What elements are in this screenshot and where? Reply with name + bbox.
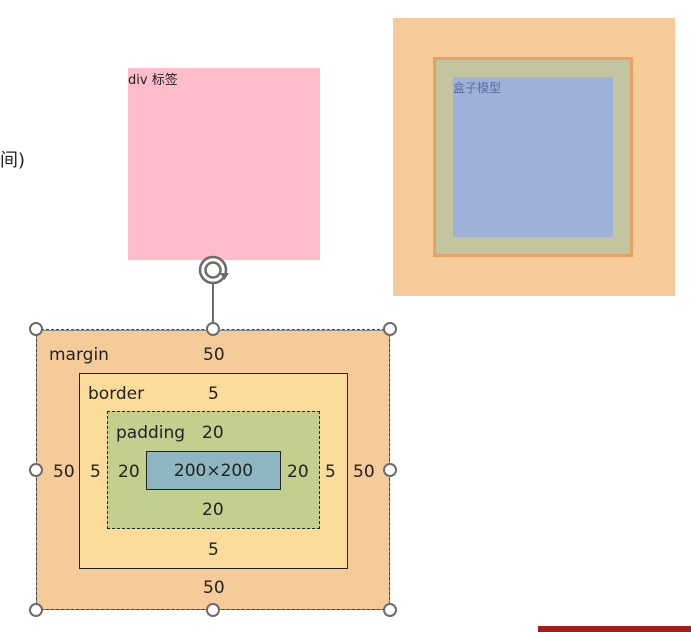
resize-handle-icon-left[interactable] xyxy=(29,463,43,477)
rotate-stem xyxy=(212,282,214,328)
margin-right-value: 50 xyxy=(353,462,375,482)
margin-top-value: 50 xyxy=(203,345,225,365)
div-tag-box: div 标签 xyxy=(128,68,320,260)
margin-label: margin xyxy=(49,345,109,365)
padding-left-value: 20 xyxy=(118,462,140,482)
selection-outline xyxy=(36,329,390,610)
red-accent-bar xyxy=(538,626,691,632)
border-bottom-value: 5 xyxy=(208,540,219,560)
resize-handle-icon-bottom-left[interactable] xyxy=(29,603,43,617)
resize-handle-icon-right[interactable] xyxy=(383,463,397,477)
border-top-value: 5 xyxy=(208,384,219,404)
border-left-value: 5 xyxy=(90,462,101,482)
padding-top-value: 20 xyxy=(202,423,224,443)
margin-bottom-value: 50 xyxy=(203,578,225,598)
rotate-handle-icon[interactable] xyxy=(196,253,232,287)
padding-bottom-value: 20 xyxy=(202,500,224,520)
mini-box-label: 盒子模型 xyxy=(453,81,502,95)
resize-handle-icon-top[interactable] xyxy=(206,322,220,336)
resize-handle-icon-top-right[interactable] xyxy=(383,322,397,336)
border-label: border xyxy=(88,384,145,404)
div-tag-label: div 标签 xyxy=(128,73,178,88)
padding-label: padding xyxy=(116,423,186,443)
mini-box-content: 盒子模型 xyxy=(453,77,613,237)
padding-right-value: 20 xyxy=(287,462,309,482)
resize-handle-icon-bottom-right[interactable] xyxy=(383,603,397,617)
border-right-value: 5 xyxy=(325,462,336,482)
resize-handle-icon-top-left[interactable] xyxy=(29,322,43,336)
content-box: 200×200 xyxy=(146,451,281,490)
edge-text: 间) xyxy=(0,150,26,171)
resize-handle-icon-bottom[interactable] xyxy=(206,603,220,617)
margin-left-value: 50 xyxy=(53,462,75,482)
